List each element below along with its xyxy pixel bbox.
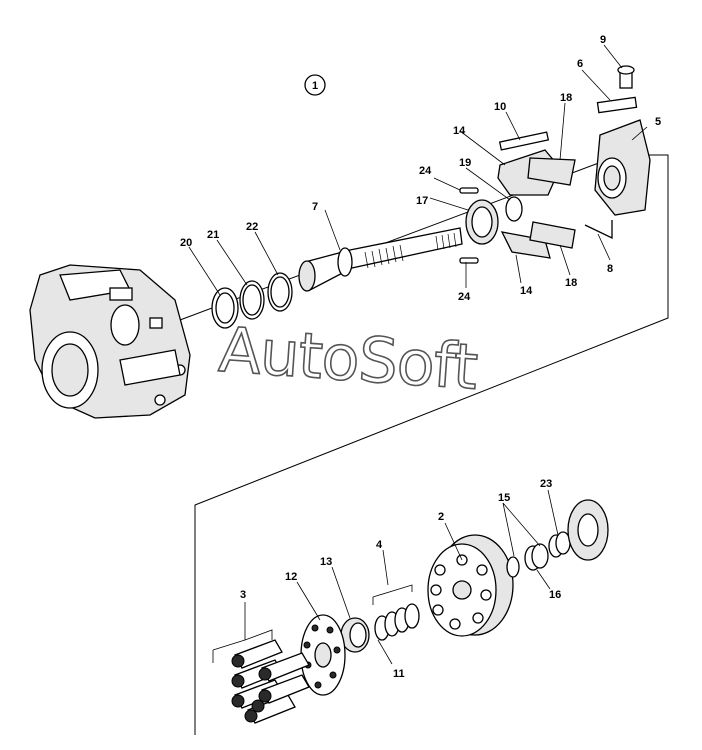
callout-7: 7 xyxy=(312,201,318,213)
callout-18-lower: 18 xyxy=(565,277,577,289)
callout-labels: 2 3 4 5 6 7 8 9 10 11 12 13 14 14 15 16 … xyxy=(180,34,661,680)
ball-guide xyxy=(340,617,370,653)
callout-12: 12 xyxy=(285,571,297,583)
callout-24-lower: 24 xyxy=(458,291,471,303)
callout-8: 8 xyxy=(607,263,613,275)
callout-19: 19 xyxy=(459,157,471,169)
swash-saddle-bearings xyxy=(459,131,576,264)
callout-10: 10 xyxy=(494,101,506,113)
cylinder-block xyxy=(427,534,514,637)
callout-15: 15 xyxy=(498,492,510,504)
callout-11: 11 xyxy=(393,668,405,680)
group-label: 1 xyxy=(304,74,326,96)
valve-plate-group xyxy=(506,499,609,578)
callout-22: 22 xyxy=(246,221,258,233)
callout-20: 20 xyxy=(180,237,192,249)
callout-18-upper: 18 xyxy=(560,92,572,104)
callout-13: 13 xyxy=(320,556,332,568)
pistons xyxy=(231,639,310,724)
retainer-plate xyxy=(300,614,346,696)
retaining-rings xyxy=(211,272,293,329)
callout-5: 5 xyxy=(655,116,661,128)
callout-2: 2 xyxy=(438,511,444,523)
callout-16: 16 xyxy=(549,589,561,601)
callout-14-upper: 14 xyxy=(453,125,466,137)
callout-3: 3 xyxy=(240,589,246,601)
callout-4: 4 xyxy=(376,539,383,551)
group-label-text: 1 xyxy=(312,80,318,92)
callout-24-upper: 24 xyxy=(419,165,432,177)
callout-21: 21 xyxy=(207,229,219,241)
callout-23: 23 xyxy=(540,478,552,490)
shaft-bearing xyxy=(465,196,523,245)
callout-17: 17 xyxy=(416,195,428,207)
watermark-text: AutoSoft xyxy=(217,313,480,404)
springs xyxy=(374,603,420,641)
pump-housing xyxy=(29,264,191,419)
callout-14-lower: 14 xyxy=(520,285,533,297)
drive-shaft xyxy=(298,227,463,292)
leader-lines xyxy=(188,44,648,665)
swash-block xyxy=(584,65,651,240)
callout-6: 6 xyxy=(577,58,583,70)
callout-9: 9 xyxy=(600,34,606,46)
